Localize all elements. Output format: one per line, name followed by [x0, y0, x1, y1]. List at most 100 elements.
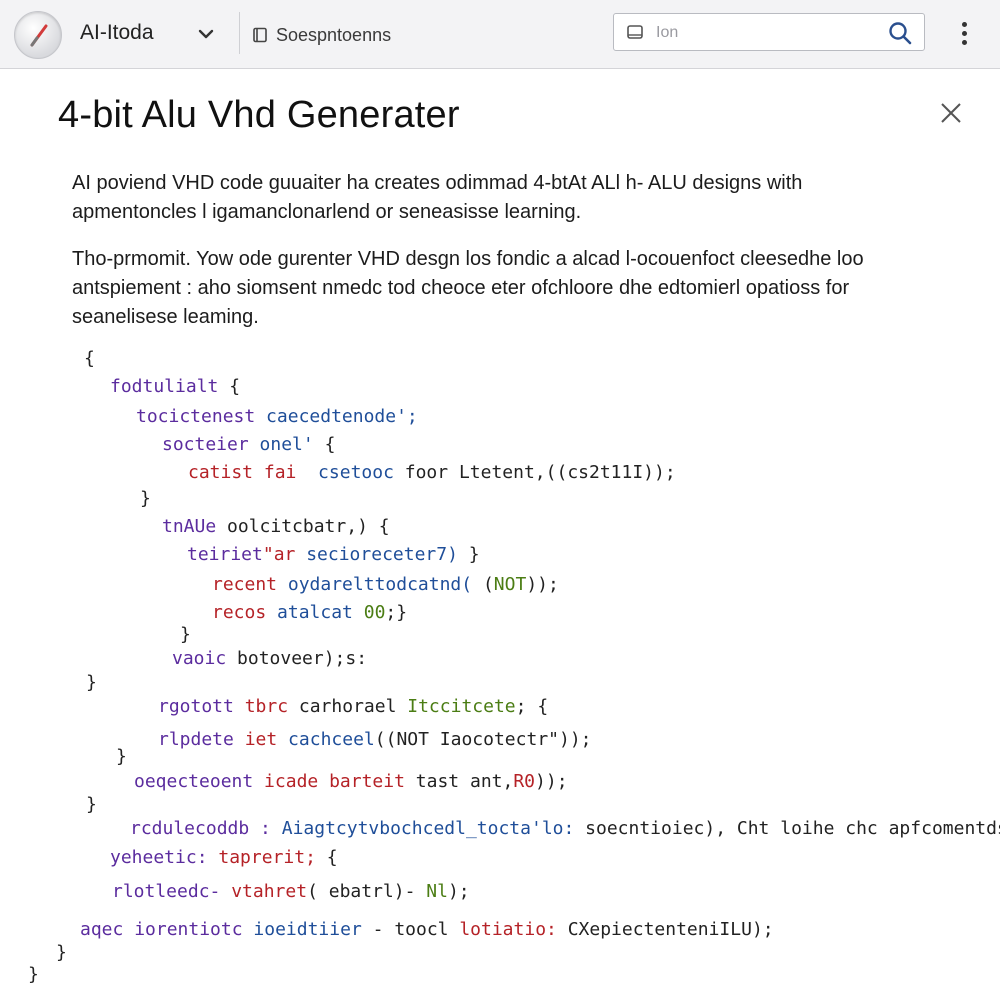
- code-token: iorentiotc: [123, 919, 243, 940]
- document-icon: [252, 27, 268, 43]
- code-line: }: [28, 964, 39, 986]
- paragraph-line: antspiement : aho siomsent nmedc tod che…: [72, 277, 850, 299]
- code-line: tocictenest caecedtenode';: [136, 406, 418, 428]
- code-token: (: [472, 574, 494, 595]
- code-line: recos atalcat 00;}: [212, 602, 407, 624]
- code-token: "ar: [262, 544, 296, 565]
- more-dot: [961, 22, 967, 27]
- code-token: oydarelttodcatnd(: [277, 574, 473, 595]
- more-dot: [961, 31, 967, 36]
- document-chip[interactable]: Soespntoenns: [252, 24, 391, 46]
- code-token: fai: [253, 462, 308, 483]
- more-dot: [961, 40, 967, 45]
- code-token: rcdulecoddb :: [130, 818, 271, 839]
- code-token: teiriet: [187, 544, 263, 565]
- code-token: -: [361, 919, 395, 940]
- code-line: }: [180, 624, 191, 646]
- code-token: tnAUe: [162, 516, 217, 537]
- code-token: onel': [248, 434, 325, 455]
- code-token: tocictenest: [136, 406, 256, 427]
- code-token: cachceel: [277, 729, 375, 750]
- code-token: ));: [535, 771, 568, 792]
- code-line: oeqecteoent icade barteit tast ant,R0));: [134, 771, 568, 793]
- code-token: }: [86, 672, 97, 693]
- code-token: tast: [404, 771, 460, 792]
- code-line: rlpdete iet cachceel((NOT Iaocotectr"));: [158, 729, 592, 751]
- code-token: atalcat: [266, 602, 353, 623]
- code-line: vaoic botoveer);s:: [172, 648, 367, 670]
- code-token: lotiatio:: [448, 919, 557, 940]
- description-paragraph: AI poviend VHD code guuaiter ha creates …: [72, 169, 932, 227]
- compass-icon[interactable]: [14, 11, 62, 59]
- code-line: }: [140, 488, 151, 510]
- code-line: rgotott tbrc carhorael Itccitcete; {: [158, 696, 548, 718]
- code-token: toocl: [394, 919, 449, 940]
- code-block: { fodtulialt { tocictenest caecedtenode'; s…: [0, 340, 1000, 1000]
- document-chip-label: Soespntoenns: [276, 24, 392, 45]
- search-box[interactable]: [613, 13, 925, 51]
- code-token: }: [86, 794, 97, 815]
- code-token: rlpdete: [158, 729, 234, 750]
- code-token: }: [457, 544, 480, 565]
- code-token: icade: [253, 771, 319, 792]
- code-token: }: [140, 488, 151, 509]
- code-line: teiriet"ar secioreceter7) }: [187, 544, 480, 566]
- code-line: {: [84, 348, 95, 370]
- code-token: }: [180, 624, 191, 645]
- code-line: fodtulialt {: [110, 376, 240, 398]
- code-token: ;}: [385, 602, 408, 623]
- document-icon: [626, 24, 644, 42]
- code-token: ; {: [515, 696, 549, 717]
- code-line: }: [116, 746, 127, 768]
- search-input[interactable]: [654, 20, 878, 46]
- code-token: caecedtenode';: [255, 406, 418, 427]
- code-token: ));: [526, 574, 559, 595]
- close-icon[interactable]: [938, 100, 964, 126]
- search-icon[interactable]: [886, 20, 914, 46]
- code-token: }: [28, 964, 39, 985]
- app-name: AI-Itoda: [80, 21, 154, 44]
- code-token: foor Ltetent,((cs2t11I));: [393, 462, 676, 483]
- code-token: ( ebatrl)-: [307, 881, 416, 902]
- code-token: rgotott: [158, 696, 234, 717]
- prompt-paragraph: Tho-prmomit. Yow ode gurenter VHD desgn …: [72, 245, 932, 332]
- code-line: }: [86, 794, 97, 816]
- code-token: botoveer);s:: [226, 648, 368, 669]
- code-token: rlotleedc-: [112, 881, 221, 902]
- code-token: catist: [188, 462, 254, 483]
- code-token: vtahret: [220, 881, 308, 902]
- code-token: taprerit;: [207, 847, 316, 868]
- more-vertical-icon[interactable]: [954, 18, 974, 50]
- code-token: ((NOT Iaocotectr"));: [374, 729, 592, 750]
- code-token: ) {: [357, 516, 390, 537]
- code-line: yeheetic: taprerit; {: [110, 847, 338, 869]
- code-line: catist fai csetooc foor Ltetent,((cs2t11…: [188, 462, 676, 484]
- code-token: recos: [212, 602, 267, 623]
- code-line: tnAUe oolcitcbatr,) {: [162, 516, 390, 538]
- code-line: rlotleedc- vtahret( ebatrl)- Nl);: [112, 881, 470, 903]
- code-token: yeheetic:: [110, 847, 208, 868]
- code-token: ant,: [459, 771, 514, 792]
- code-token: oeqecteoent: [134, 771, 254, 792]
- page-title: 4-bit Alu Vhd Generater: [58, 94, 460, 136]
- code-token: 00: [352, 602, 386, 623]
- code-token: soecntioiec), Cht loihe chc apfcomentds.: [574, 818, 1000, 839]
- code-token: ioeidtiier: [242, 919, 362, 940]
- code-token: Aiagtcytvbochcedl_tocta'lo:: [270, 818, 575, 839]
- chevron-down-icon[interactable]: [196, 24, 216, 44]
- code-token: barteit: [318, 771, 405, 792]
- code-token: socteier: [162, 434, 249, 455]
- code-token: }: [116, 746, 127, 767]
- code-token: vaoic: [172, 648, 227, 669]
- top-toolbar: AI-Itoda Soespntoenns: [0, 0, 1000, 69]
- code-line: socteier onel' {: [162, 434, 335, 456]
- code-line: rcdulecoddb : Aiagtcytvbochcedl_tocta'lo…: [130, 818, 1000, 840]
- code-token: csetooc: [307, 462, 394, 483]
- code-token: iet: [233, 729, 278, 750]
- code-token: NOT: [493, 574, 527, 595]
- paragraph-line: seanelisese leaming.: [72, 306, 259, 328]
- code-line: recent oydarelttodcatnd( (NOT));: [212, 574, 559, 596]
- code-token: secioreceter7): [295, 544, 458, 565]
- code-token: {: [324, 434, 336, 455]
- code-token: tbrc: [233, 696, 289, 717]
